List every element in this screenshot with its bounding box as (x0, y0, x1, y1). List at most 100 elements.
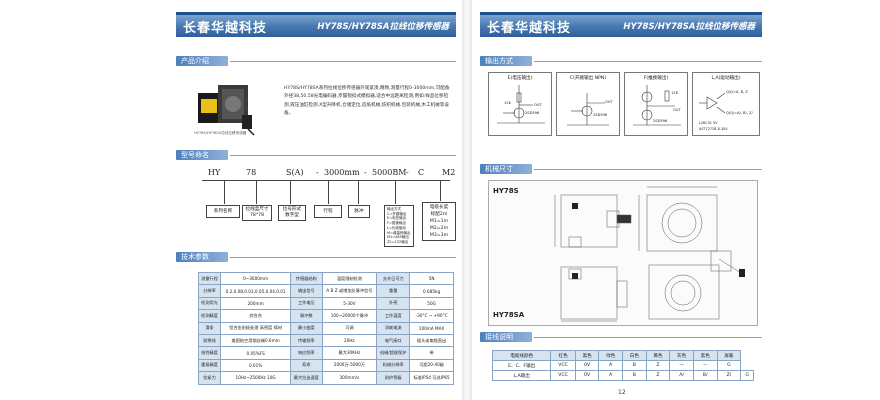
table-cell: A/ (669, 370, 694, 381)
section-rule (534, 61, 762, 62)
model-part: HY (208, 168, 221, 177)
model-part: - (406, 168, 409, 177)
model-box: 电缆长度 标配2m M1=1m M2=2m M3=3m (422, 202, 456, 241)
model-box: 行程 (314, 205, 342, 218)
table-cell: 滑条 (197, 321, 222, 335)
circuit-label: OUT (534, 103, 542, 107)
table-cell: 耐寒线 (197, 333, 222, 348)
circuit-label: OUT (605, 100, 613, 104)
model-part: 5000BM (372, 168, 407, 177)
section-spec: 技术参数 (176, 252, 228, 262)
mechanical-drawing: HY78S HY78SA (488, 180, 758, 326)
model-part: 3000mm (324, 168, 360, 177)
model-title: HY78S/HY78SA拉线位移传感器 (623, 22, 755, 32)
circuit-label: 12K (671, 91, 678, 95)
circuit-l: L,A(驱动输出) Q/Q=A, B, Z Q/Q/=A/, B/, Z/ L2… (692, 72, 760, 136)
table-cell: 可调 (321, 321, 378, 335)
model-tick (224, 181, 225, 204)
table-cell: A (598, 370, 624, 381)
table-cell: 最小曲度 (290, 321, 323, 335)
table-cell: 0.01% (220, 358, 292, 373)
table-cell: 0.05%FS (220, 346, 292, 360)
table-cell: VCC (550, 370, 576, 381)
table-cell: 可超20-40级 (409, 358, 454, 373)
table-cell: E、C、F输出 (491, 360, 552, 371)
table-cell: 最大拉出速度 (290, 371, 323, 385)
table-cell: 最大30KHz (321, 346, 378, 360)
table-cell: Z/ (716, 370, 742, 381)
table-cell: B (622, 360, 647, 371)
table-cell: B (622, 370, 647, 381)
table-cell: 机械/超规保护 (376, 346, 411, 360)
section-mech: 机械尺寸 (480, 164, 532, 174)
circuit-label: L26C31 5V (699, 121, 718, 125)
table-cell: 20Hz (321, 333, 378, 348)
circuit-e: E(电压输出) 12K 2SD596 OUT (488, 72, 552, 136)
right-page: 长春华越科技 HY78S/HY78SA拉线位移传感器 输出方式 E(电压输出) … (472, 0, 768, 400)
circuit-title: L,A(驱动输出) (711, 76, 741, 81)
table-cell: 测量行程 (197, 271, 222, 286)
table-cell: B/ (692, 370, 718, 381)
circuit-f: F(推挽输出) 12K 2SD596 OUT (624, 72, 688, 136)
table-cell: 5N (409, 271, 454, 286)
model-part: - (316, 168, 319, 177)
model-tick (290, 181, 291, 204)
table-cell: 重量 (376, 284, 411, 298)
table-cell: 50G (409, 296, 454, 311)
circuit-label: 2SD596 (525, 111, 540, 115)
table-cell: 黄色 (645, 350, 671, 361)
section-intro: 产品介绍 (176, 56, 228, 66)
table-cell: 检测精度 (197, 309, 222, 323)
table-cell: 电缆线颜色 (491, 350, 552, 361)
model-tick (395, 181, 396, 204)
model-code-row: HY 78 S(A) - 3000mm - 5000BM - C M2 (206, 168, 456, 178)
model-part: M2 (442, 168, 456, 177)
circuit-c: C(开路输出 NPN) 2SD596 OUT (556, 72, 620, 136)
table-cell: 带 (409, 346, 454, 360)
model-box: 输出方式 C=开路输出 E=电压输出 F=推挽输出 L=长线驱动 M=增量码输出… (384, 205, 414, 247)
brand-title: 长春华越科技 (487, 20, 572, 36)
section-rule (230, 61, 456, 62)
table-cell: G (716, 360, 742, 371)
model-box: 拉号形式 数字型 (278, 205, 306, 221)
table-cell: Z (645, 360, 671, 371)
right-header: 长春华越科技 HY78S/HY78SA拉线位移传感器 (480, 12, 762, 37)
model-part: S(A) (286, 168, 304, 177)
model-line (202, 180, 450, 181)
table-cell: 工作电压 (290, 296, 323, 311)
table-cell: 耐护等级 (376, 371, 411, 385)
table-cell: 黑色 (692, 350, 718, 361)
table-cell: Z (645, 370, 671, 381)
table-cell: 传感器结构 (290, 271, 323, 286)
section-rule (230, 257, 456, 258)
model-part: 78 (246, 168, 257, 177)
product-image: HY78S/HY78SA拉线位移传感器 (194, 75, 256, 137)
circuit-label: Q/Q/=A/, B/, Z/ (726, 111, 753, 115)
table-cell: 0V (574, 360, 600, 371)
circuit-title: E(电压输出) (507, 76, 533, 81)
circuit-label: OUT (673, 108, 681, 112)
model-tick (328, 181, 329, 204)
table-cell: 消耗电流 (376, 321, 411, 335)
table-cell: 100mA MAX (409, 321, 454, 335)
table-cell: 综合合 (220, 309, 292, 323)
page-gutter (462, 0, 472, 400)
section-model: 型号命名 (176, 150, 228, 160)
model-part: - (364, 168, 367, 177)
table-cell: — (692, 360, 718, 371)
circuit-label: 12K (504, 101, 511, 105)
table-cell: 电气接口 (376, 333, 411, 348)
circuit-label: 2SD596 (653, 119, 668, 123)
table-cell: 机械分辨率 (376, 358, 411, 373)
circuit-label: Q/Q=A, B, Z (726, 90, 748, 94)
table-cell: 0.685kg (409, 284, 454, 298)
table-cell: 输出信号 (290, 284, 323, 298)
table-cell: 100~20000个脉冲 (321, 309, 378, 323)
label-hy78sa: HY78SA (493, 311, 525, 319)
